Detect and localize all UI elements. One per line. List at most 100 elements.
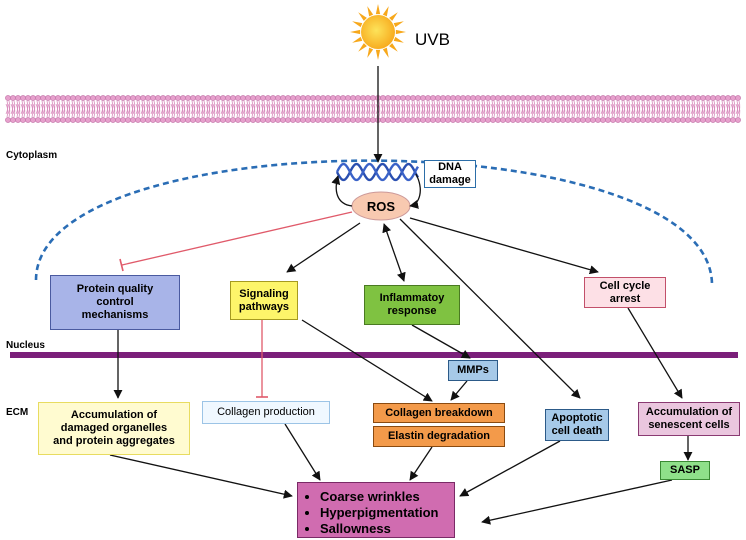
lipid-head <box>495 117 501 123</box>
lipid-head <box>450 95 456 101</box>
sun-ray <box>393 21 404 28</box>
lipid-head <box>675 95 681 101</box>
arrow-layer <box>109 66 693 525</box>
lipid-head <box>590 117 596 123</box>
lipid-head <box>585 117 591 123</box>
lipid-tail <box>300 103 306 118</box>
sun-ray <box>358 43 367 52</box>
lipid-head <box>95 95 101 101</box>
lipid-head <box>620 117 626 123</box>
lipid-head <box>225 117 231 123</box>
lipid-tail <box>630 103 636 118</box>
lipid-tail <box>680 103 686 118</box>
lipid-head <box>540 95 546 101</box>
sun-ray <box>350 29 361 35</box>
lipid-head <box>555 95 561 101</box>
lipid-head <box>80 95 86 101</box>
sun-icon <box>350 4 406 60</box>
lipid-head <box>475 95 481 101</box>
lipid-tail <box>60 103 66 118</box>
senescent-cells-label: Accumulation of senescent cells <box>645 406 733 431</box>
lipid-head <box>380 95 386 101</box>
lipid-head <box>585 95 591 101</box>
lipid-head <box>215 117 221 123</box>
arrow-ros-inflammatory <box>382 223 406 282</box>
lipid-head <box>260 117 266 123</box>
lipid-head <box>115 95 121 101</box>
inhibit-bar-protein-quality <box>119 258 124 272</box>
lipid-head <box>385 117 391 123</box>
lipid-head <box>155 95 161 101</box>
lipid-tail <box>380 103 386 118</box>
lipid-tail <box>355 103 361 118</box>
lipid-tail <box>255 103 261 118</box>
lipid-head <box>35 117 41 123</box>
lipid-tail <box>235 103 241 118</box>
lipid-tail <box>145 103 151 118</box>
lipid-tail <box>120 103 126 118</box>
lipid-head <box>535 95 541 101</box>
lipid-tail <box>290 103 296 118</box>
arrow-collagen-effects <box>284 423 321 481</box>
lipid-tail <box>670 103 676 118</box>
lipid-head <box>600 117 606 123</box>
lipid-head <box>575 95 581 101</box>
lipid-head <box>435 95 441 101</box>
lipid-head <box>110 95 116 101</box>
lipid-tail <box>45 103 51 118</box>
lipid-head <box>60 95 66 101</box>
lipid-tail <box>160 103 166 118</box>
lipid-tail <box>610 103 616 118</box>
lipid-head <box>365 117 371 123</box>
lipid-head <box>570 117 576 123</box>
lipid-head <box>340 117 346 123</box>
lipid-tail <box>225 103 231 118</box>
lipid-head <box>400 95 406 101</box>
dna-damage-label: DNA damage <box>429 161 471 186</box>
lipid-tail <box>430 103 436 118</box>
lipid-head <box>230 95 236 101</box>
lipid-head <box>150 117 156 123</box>
lipid-head <box>355 117 361 123</box>
lipid-head <box>15 117 21 123</box>
protein-quality-label: Protein quality control mechanisms <box>76 283 154 321</box>
lipid-head <box>470 117 476 123</box>
arrow-mmps-breakdown <box>450 380 468 401</box>
collagen-production-label: Collagen production <box>217 406 315 418</box>
lipid-tail <box>520 103 526 118</box>
lipid-head <box>215 95 221 101</box>
sasp-box: SASP <box>660 461 710 480</box>
lipid-tail <box>270 103 276 118</box>
lipid-head <box>530 95 536 101</box>
lipid-head <box>310 95 316 101</box>
lipid-tail <box>275 103 281 118</box>
cell-membrane <box>5 95 741 123</box>
lipid-head <box>735 95 741 101</box>
lipid-head <box>60 117 66 123</box>
lipid-head <box>625 95 631 101</box>
lipid-tail <box>665 103 671 118</box>
lipid-head <box>710 95 716 101</box>
lipid-head <box>310 117 316 123</box>
lipid-head <box>170 95 176 101</box>
effect-sallowness: Sallowness <box>320 521 454 537</box>
cell-cycle-arrest-box: Cell cycle arrest <box>584 277 666 308</box>
lipid-head <box>675 117 681 123</box>
lipid-head <box>65 117 71 123</box>
lipid-head <box>645 117 651 123</box>
lipid-head <box>25 95 31 101</box>
lipid-head <box>700 117 706 123</box>
lipid-head <box>85 117 91 123</box>
lipid-tail <box>545 103 551 118</box>
lipid-head <box>420 95 426 101</box>
lipid-head <box>75 117 81 123</box>
lipid-head <box>335 117 341 123</box>
lipid-tail <box>515 103 521 118</box>
lipid-head <box>100 95 106 101</box>
lipid-head <box>395 117 401 123</box>
sun-ray <box>389 43 398 52</box>
lipid-tail <box>460 103 466 118</box>
lipid-head <box>490 95 496 101</box>
lipid-head <box>300 95 306 101</box>
